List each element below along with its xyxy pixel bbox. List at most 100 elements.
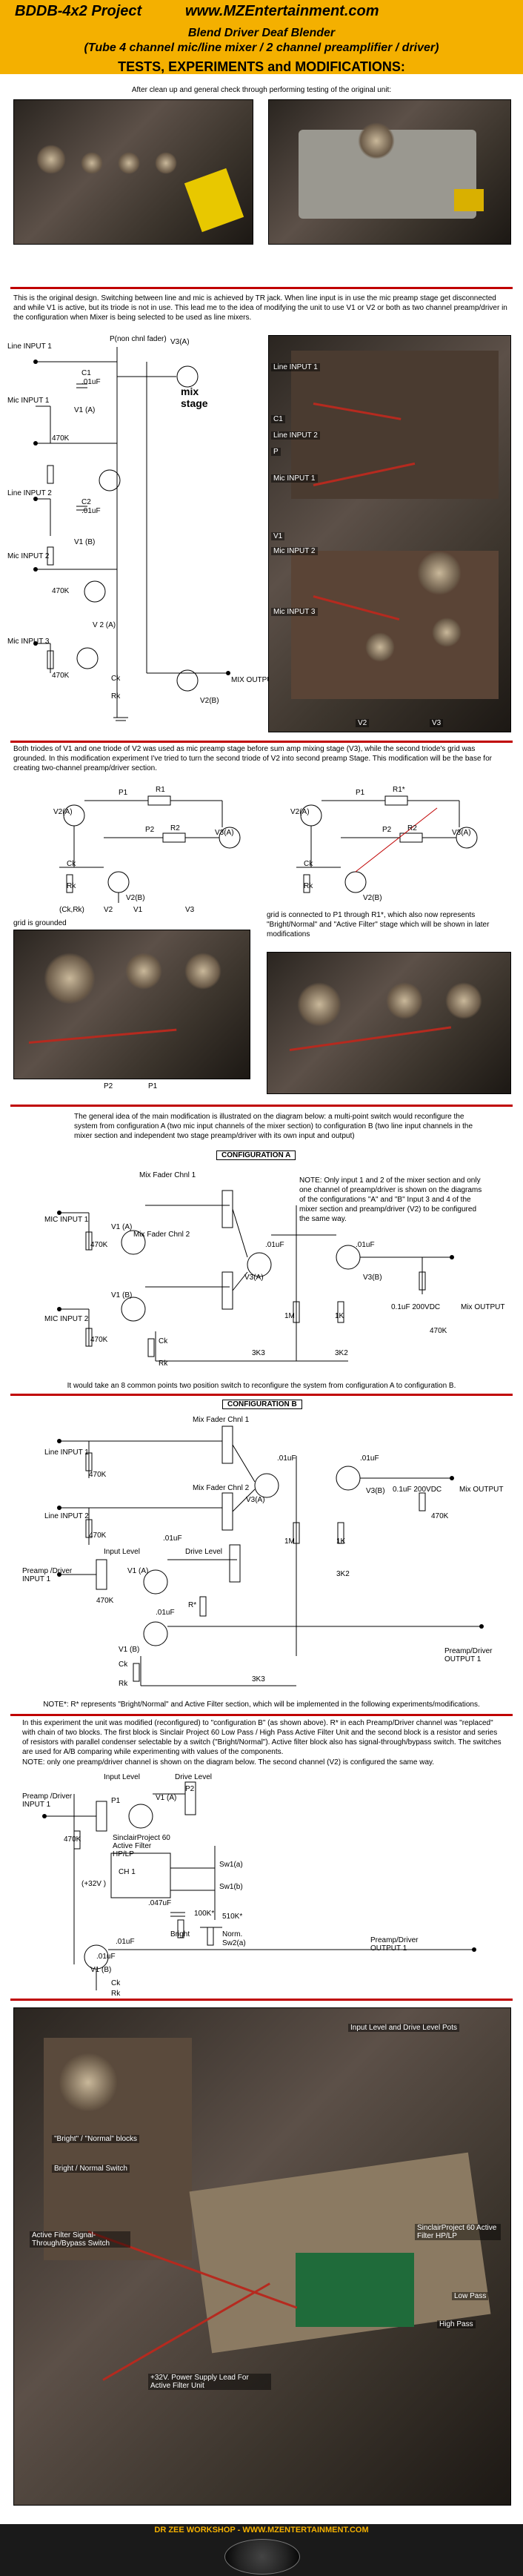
confB-fader1: Mix Fader Chnl 1 (193, 1416, 250, 1424)
photo-label-0: Line INPUT 1 (271, 363, 320, 371)
confA-v1a: V1 (A) (111, 1223, 133, 1231)
confA-v3b: V3(B) (363, 1274, 382, 1282)
pa-label-0: (Ck,Rk) (59, 906, 84, 914)
exp-r470: 470K (64, 1835, 81, 1844)
m1-p1: P1 (119, 789, 128, 797)
confB-r3k2: 3K2 (336, 1570, 350, 1578)
final-label-blocks: "Bright" / "Normal" blocks (52, 2135, 140, 2143)
exp-sw1b: Sw1(b) (219, 1883, 243, 1891)
exp-bright: Bright (170, 1930, 190, 1938)
exp-r100k: 100K* (194, 1910, 215, 1918)
divider (10, 1714, 513, 1716)
confA-r2: 470K (90, 1336, 108, 1344)
confB-line1: Line INPUT 1 (44, 1448, 89, 1457)
photo-original-wiring (268, 335, 511, 732)
confB-r1: 470K (89, 1471, 107, 1479)
schematic-original (33, 347, 230, 721)
schematic-mod1-after (296, 795, 478, 893)
photo-unit-top (268, 99, 511, 245)
label-c2: C2 (81, 498, 91, 506)
label-mic-in-1: Mic INPUT 1 (7, 397, 50, 405)
photo-label-2: Line INPUT 2 (271, 431, 320, 440)
divider (10, 1394, 513, 1396)
label-c1-val: .01uF (81, 378, 101, 386)
confB-ck: Ck (119, 1661, 128, 1669)
photo-label-3: P (271, 448, 281, 456)
confB-rstar: R* (188, 1601, 197, 1609)
confA-note: NOTE: Only input 1 and 2 of the mixer se… (299, 1176, 482, 1223)
pa-label-3: V3 (185, 906, 195, 914)
confB-v1b: V1 (B) (119, 1646, 140, 1654)
site-title[interactable]: www.MZEntertainment.com (185, 3, 379, 19)
page-header: BDDB-4x2 Project www.MZEntertainment.com… (0, 0, 523, 74)
m1b-v2b: V2(B) (363, 894, 382, 902)
confA-c01b: .01uF (356, 1241, 375, 1249)
label-p-note: P(non chnl fader) (110, 335, 167, 343)
photo-label-7: Mic INPUT 3 (271, 608, 318, 616)
exp-ch1: CH 1 (119, 1868, 136, 1876)
photo-final-build (13, 2007, 511, 2506)
divider (10, 741, 513, 743)
paragraph-note: NOTE: only one preamp/driver channel is … (22, 1758, 435, 1767)
label-rk: Rk (111, 692, 121, 701)
confA-rk: Rk (159, 1360, 168, 1368)
label-v1b: V1 (B) (74, 538, 96, 546)
exp-c047: .047uF (148, 1899, 172, 1907)
photo-label-1: C1 (271, 415, 285, 423)
pa-label-6: P1 (148, 1082, 158, 1090)
final-label-filter-switch: Active Filter Signal-Through/Bypass Swit… (30, 2231, 130, 2248)
confB-line2: Line INPUT 2 (44, 1512, 89, 1520)
exp-sw2a: Sw2(a) (222, 1939, 246, 1947)
m1-v2b: V2(B) (126, 894, 145, 902)
m1-rk: Rk (67, 882, 76, 890)
confA-v3a: V3(A) (244, 1274, 264, 1282)
confA-title: CONFIGURATION A (216, 1150, 296, 1160)
m1-ck: Ck (67, 860, 76, 868)
label-c2-val: .01uF (81, 507, 101, 515)
photo-label-8: V2 (356, 719, 370, 727)
final-label-supply: +32V. Power Supply Lead For Active Filte… (148, 2374, 271, 2390)
final-label-bright-switch: Bright / Normal Switch (52, 2165, 130, 2173)
footer-text[interactable]: DR ZEE WORKSHOP - WWW.MZENTERTAINMENT.CO… (154, 2526, 369, 2534)
confB-c01: .01uF (277, 1454, 296, 1463)
m1b-r1: R1* (393, 786, 405, 794)
label-v1a: V1 (A) (74, 406, 96, 414)
label-mix-stage: mix stage (181, 385, 208, 409)
exp-preamp-in: Preamp /Driver INPUT 1 (22, 1792, 73, 1809)
exp-v1a: V1 (A) (156, 1794, 177, 1802)
confA-r470out: 470K (430, 1327, 447, 1335)
schematic-config-b (57, 1426, 484, 1686)
confB-rk: Rk (119, 1680, 128, 1688)
m1-r1: R1 (156, 786, 165, 794)
exp-norm: Norm. (222, 1930, 243, 1938)
page-footer: DR ZEE WORKSHOP - WWW.MZENTERTAINMENT.CO… (0, 2524, 523, 2576)
pa-label-5: P2 (104, 1082, 113, 1090)
exp-sinclair: SinclairProject 60 Active Filter HP/LP (113, 1834, 170, 1858)
confB-drive-level: Drive Level (185, 1548, 223, 1556)
confB-input-level: Input Level (104, 1548, 140, 1556)
pa-label-1: V2 (104, 906, 113, 914)
pa-label-4: grid is grounded (13, 919, 67, 927)
exp-sw1a: Sw1(a) (219, 1861, 243, 1869)
m1-r2: R2 (170, 824, 180, 832)
label-v3a: V3(A) (170, 338, 190, 346)
confA-r1m: 1M (284, 1312, 295, 1320)
schematic-mod1-before (59, 795, 241, 903)
exp-supply: (+32V ) (81, 1880, 107, 1888)
m1b-v3a: V3(A) (452, 829, 471, 837)
divider (10, 1105, 513, 1107)
exp-c01: .01uF (116, 1938, 135, 1946)
photo-mod1-before (13, 930, 250, 1079)
label-line-in-1: Line INPUT 1 (7, 342, 52, 351)
confB-v3a: V3(A) (246, 1496, 265, 1504)
m1b-rk: Rk (304, 882, 313, 890)
confA-r1k: 1K (335, 1312, 344, 1320)
confA-v1b: V1 (B) (111, 1291, 133, 1299)
final-label-lowpass: Low Pass (452, 2292, 489, 2300)
m1-v3a: V3(A) (215, 829, 234, 837)
m1b-r2: R2 (407, 824, 417, 832)
confB-c01d: .01uF (156, 1609, 175, 1617)
confB-preamp-out: Preamp/Driver OUTPUT 1 (444, 1647, 493, 1663)
schematic-experiment (42, 1781, 476, 1990)
confB-r1k: 1K (336, 1537, 346, 1546)
